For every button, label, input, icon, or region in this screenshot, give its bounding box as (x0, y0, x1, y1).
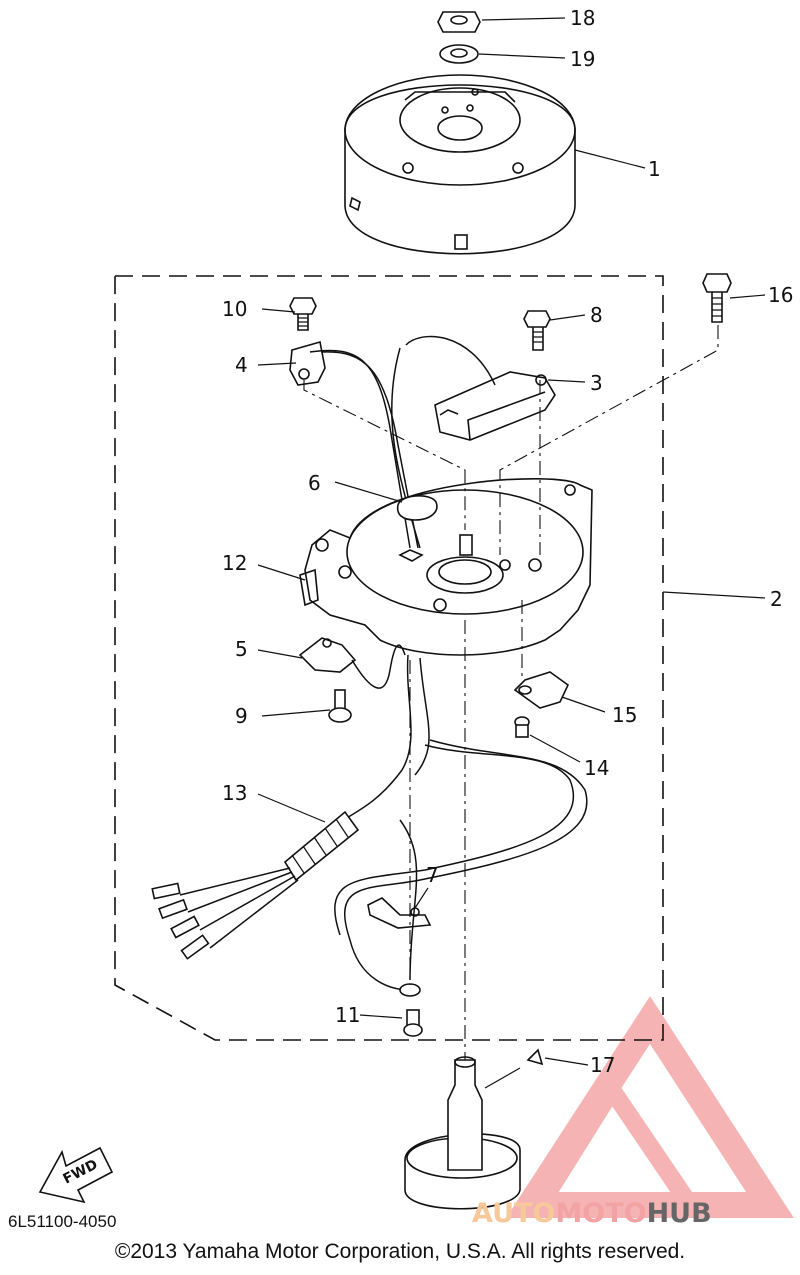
flywheel-nut (437, 11, 481, 33)
callout-17: 17 (590, 1053, 615, 1077)
copyright-notice: ©2013 Yamaha Motor Corporation, U.S.A. A… (114, 1240, 686, 1263)
callout-18: 18 (570, 6, 595, 30)
callout-6: 6 (308, 471, 321, 495)
callout-14: 14 (584, 756, 609, 780)
callout-10: 10 (222, 297, 247, 321)
screw-11 (403, 1009, 423, 1037)
watermark-hub: HUB (647, 1198, 712, 1229)
screw-14 (514, 716, 530, 738)
fwd-arrow-icon: FWD (38, 1146, 114, 1204)
callout-4: 4 (235, 353, 248, 377)
bolt-8 (523, 310, 551, 351)
axis-bolt10 (303, 380, 466, 530)
callout-1: 1 (648, 157, 661, 181)
callout-13: 13 (222, 781, 247, 805)
pulser-coil (289, 340, 326, 386)
callout-19: 19 (570, 47, 595, 71)
callout-3: 3 (590, 371, 603, 395)
callout-5: 5 (235, 637, 248, 661)
bolt-16 (702, 273, 732, 323)
grommet (396, 495, 438, 521)
flywheel-rotor (344, 74, 576, 255)
screw-9 (328, 689, 352, 723)
wire-clamp-5 (298, 637, 357, 673)
watermark-logo-icon (506, 996, 794, 1218)
watermark-auto: AUTO (472, 1198, 555, 1229)
callout-2: 2 (770, 587, 783, 611)
callout-16: 16 (768, 283, 793, 307)
flywheel-washer (439, 44, 479, 64)
callout-9: 9 (235, 704, 248, 728)
leader-lines (257, 17, 766, 1089)
crankshaft (404, 1056, 521, 1210)
wiring-harness (151, 335, 588, 997)
part-code: 6L51100-4050 (8, 1212, 117, 1231)
callout-15: 15 (612, 703, 637, 727)
callout-12: 12 (222, 551, 247, 575)
woodruff-key (526, 1048, 544, 1066)
callout-8: 8 (590, 303, 603, 327)
callout-11: 11 (335, 1003, 360, 1027)
wire-clamp-7 (367, 897, 432, 929)
callout-7: 7 (426, 863, 439, 887)
bolt-10 (289, 297, 317, 331)
charge-coil (434, 371, 556, 441)
watermark-moto: MOTO (555, 1198, 646, 1229)
watermark-text: AUTOMOTOHUB (472, 1198, 712, 1229)
axis-bolt16 (499, 325, 719, 555)
stator-base-plate (299, 478, 593, 656)
wire-clamp-15 (513, 671, 570, 709)
